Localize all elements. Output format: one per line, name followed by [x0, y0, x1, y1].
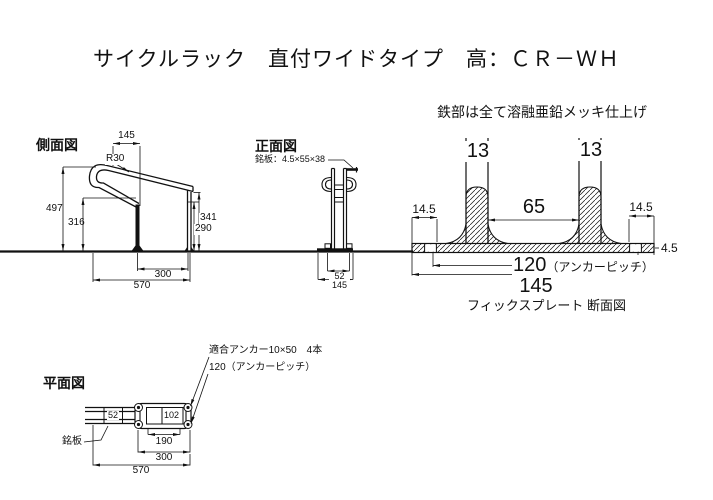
plan-view-label: 平面図 [43, 375, 85, 391]
side-dim-base-depth: 300 [154, 269, 172, 280]
section-dim-anchor-pitch-suffix: （アンカーピッチ） [546, 260, 654, 274]
front-dim-post-width: 52 [329, 271, 350, 282]
plan-nameplate-label: 銘板 [62, 436, 82, 447]
front-nameplate-note: 銘板：4.5×55×38 [255, 154, 326, 164]
section-anchor-holes [424, 243, 642, 253]
plan-anchor-leader-2 [190, 373, 209, 424]
plan-holder-body [134, 402, 192, 430]
front-nameplate-tab [346, 167, 358, 173]
plan-anchor-pitch-note: 120（アンカーピッチ） [209, 362, 316, 373]
plan-nameplate-leader [83, 425, 109, 443]
front-view-label: 正面図 [255, 138, 297, 154]
side-dim-height-front: 316 [68, 217, 85, 228]
plan-dim-base-length: 300 [155, 452, 173, 463]
side-dim-radius: R30 [105, 153, 126, 165]
side-main-post [135, 204, 140, 251]
side-dim-height-rear: 341 [199, 212, 218, 224]
plan-dim-total-length: 570 [132, 465, 150, 476]
plan-dim-rail-width: 52 [107, 410, 120, 421]
section-dim-rod-left: 13 [463, 141, 493, 162]
section-dim-rod-span: 65 [515, 197, 553, 218]
section-dim-rod-right: 13 [576, 140, 606, 161]
section-rod-left [445, 138, 509, 245]
side-dim-total-depth: 570 [133, 280, 151, 291]
finish-note: 鉄部は全て溶融亜鉛メッキ仕上げ [437, 104, 647, 120]
side-view-drawing [61, 142, 201, 282]
section-dim-plate-thickness: 4.5 [661, 241, 678, 255]
drawing-title: サイクルラック 直付ワイドタイプ 高：ＣＲ－ＷＨ [93, 48, 620, 71]
plan-dim-holder-length: 190 [155, 436, 173, 447]
front-anchor-bolt-right [346, 243, 353, 249]
section-rod-right [558, 138, 622, 245]
front-view-drawing [317, 159, 358, 281]
section-dim-anchor-pitch-value: 120 [513, 254, 547, 276]
section-fix-plate [411, 242, 655, 254]
section-view-label: フィックスプレート 断面図 [467, 298, 626, 313]
plan-anchor-bolts [134, 403, 193, 429]
side-dim-top-width: 145 [118, 130, 135, 141]
side-view-label: 側面図 [36, 137, 78, 153]
plan-view-drawing [83, 356, 210, 467]
plan-anchor-spec-note: 適合アンカー10×50 4本 [209, 345, 323, 356]
section-dim-edge-left: 14.5 [412, 202, 436, 216]
side-dim-height-total: 497 [46, 203, 63, 214]
section-dim-plate-width: 145 [513, 276, 559, 297]
plan-anchor-leader-1 [190, 356, 210, 407]
front-fix-plate [317, 248, 353, 252]
section-dim-anchor-pitch: 120 （アンカーピッチ） [512, 255, 655, 276]
front-anchor-bolt-left [324, 243, 331, 249]
side-dim-height-rear-inner: 290 [194, 223, 213, 235]
plan-dim-inner-width: 102 [164, 410, 180, 420]
front-dim-plate-width: 145 [324, 280, 355, 290]
section-dim-edge-right: 14.5 [629, 200, 653, 214]
